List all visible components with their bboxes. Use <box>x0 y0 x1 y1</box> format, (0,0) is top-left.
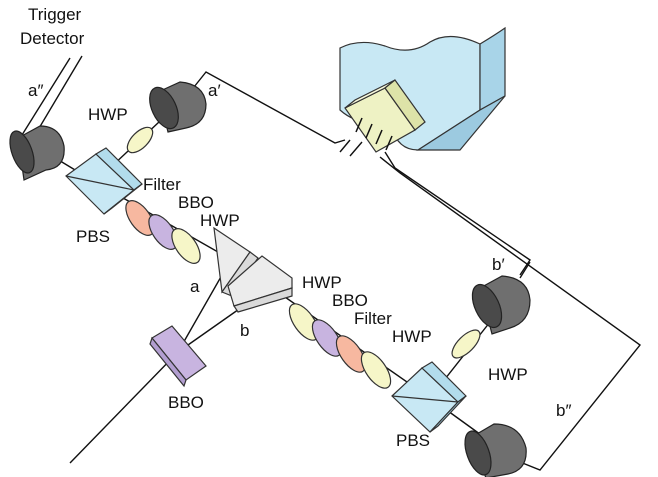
detector-b-double-prime <box>460 424 526 477</box>
detector-b-prime <box>466 276 530 334</box>
label-filter-a: Filter <box>143 175 181 194</box>
label-bbo-source: BBO <box>168 393 204 412</box>
label-filter-b: Filter <box>354 309 392 328</box>
pbs-b <box>392 362 466 432</box>
label-b-prime: b′ <box>492 255 505 274</box>
label-b-double-prime: b″ <box>556 401 571 420</box>
label-detector: Detector <box>20 29 85 48</box>
label-hwp-top: HWP <box>88 105 128 124</box>
label-beam-b: b <box>240 321 249 340</box>
label-hwp-a: HWP <box>200 211 240 230</box>
hwp-b-right <box>448 326 485 363</box>
bbo-source <box>150 326 206 386</box>
label-hwp-b1: HWP <box>302 273 342 292</box>
label-a-double-prime: a″ <box>28 81 43 100</box>
label-hwp-b2: HWP <box>392 327 432 346</box>
label-bbo-b: BBO <box>332 291 368 310</box>
label-trigger: Trigger <box>28 5 82 24</box>
label-pbs-a: PBS <box>76 227 110 246</box>
label-hwp-b-right: HWP <box>488 365 528 384</box>
detector-a-double-prime <box>5 126 64 180</box>
label-a-prime: a′ <box>208 81 221 100</box>
detector-a-prime <box>144 82 206 133</box>
label-pbs-b: PBS <box>396 431 430 450</box>
label-bbo-a: BBO <box>178 193 214 212</box>
label-beam-a: a <box>190 277 200 296</box>
